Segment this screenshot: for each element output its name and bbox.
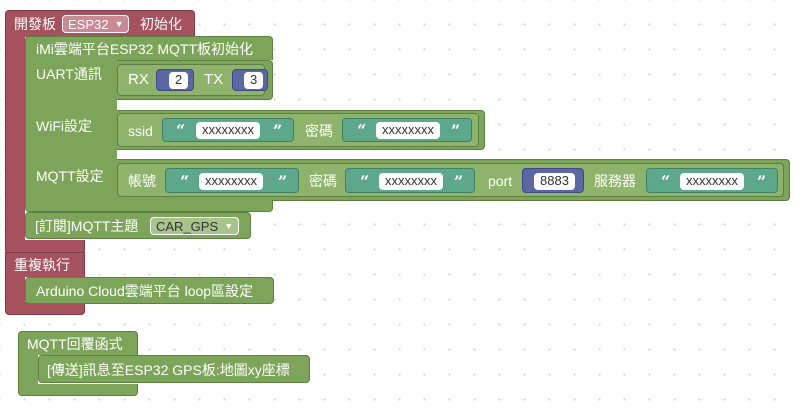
board-init-label: 開發板 — [14, 16, 56, 32]
imi-init-title: iMi雲端平台ESP32 MQTT板初始化 — [36, 41, 254, 57]
topic-select-dropdown[interactable]: CAR_GPS ▼ — [150, 217, 240, 235]
chevron-down-icon: ▼ — [224, 221, 234, 231]
open-quote-icon: “ — [180, 172, 190, 191]
topic-select-value: CAR_GPS — [156, 219, 219, 234]
board-init-block[interactable]: 開發板 ESP32 ▼ 初始化 — [5, 10, 195, 37]
tx-value-field[interactable]: 3 — [244, 72, 264, 89]
open-quote-icon: “ — [360, 172, 370, 191]
imi-init-spine — [25, 59, 117, 209]
close-quote-icon: ” — [273, 121, 283, 140]
wifi-password-label: 密碼 — [305, 123, 333, 139]
wifi-password-field[interactable]: xxxxxxxx — [376, 122, 440, 139]
port-label: port — [488, 173, 513, 189]
board-init-spine — [5, 36, 25, 250]
loop-bottom — [5, 302, 85, 315]
mqtt-callback-block[interactable]: MQTT回覆函式 — [18, 331, 138, 355]
ssid-value-field[interactable]: xxxxxxxx — [196, 122, 260, 139]
uart-label: UART通訊 — [36, 66, 102, 82]
imi-init-bottom — [25, 200, 273, 212]
close-quote-icon: ” — [757, 172, 767, 191]
port-value-field[interactable]: 8883 — [534, 173, 575, 190]
wifi-label: WiFi設定 — [36, 118, 92, 134]
mqtt-callback-label: MQTT回覆函式 — [27, 336, 123, 352]
board-select-dropdown[interactable]: ESP32 ▼ — [62, 15, 130, 33]
cloud-loop-label: Arduino Cloud雲端平台 loop區設定 — [36, 283, 254, 299]
account-text-block[interactable]: “ xxxxxxxx ” — [165, 168, 299, 193]
mqtt-callback-bottom — [18, 384, 138, 396]
close-quote-icon: ” — [278, 172, 288, 191]
imi-init-block[interactable]: iMi雲端平台ESP32 MQTT板初始化 — [25, 36, 273, 60]
mqtt-label: MQTT設定 — [36, 168, 104, 184]
subscribe-topic-label: [訂閱]MQTT主題 — [35, 218, 139, 234]
open-quote-icon: “ — [357, 121, 367, 140]
send-gps-label: [傳送]訊息至ESP32 GPS板:地圖xy座標 — [47, 362, 290, 378]
board-init-suffix: 初始化 — [140, 16, 182, 32]
rx-value-field[interactable]: 2 — [169, 72, 189, 89]
account-value-field[interactable]: xxxxxxxx — [199, 173, 263, 190]
tx-label: TX — [204, 71, 224, 88]
cloud-loop-block[interactable]: Arduino Cloud雲端平台 loop區設定 — [25, 277, 274, 304]
loop-spine — [5, 276, 25, 304]
rx-label: RX — [128, 71, 149, 88]
server-label: 服務器 — [594, 173, 636, 189]
open-quote-icon: “ — [176, 121, 186, 140]
mqtt-callback-spine — [18, 354, 38, 386]
mqtt-password-label: 密碼 — [309, 173, 337, 189]
rx-number-block[interactable]: 2 — [156, 69, 194, 91]
open-quote-icon: “ — [661, 172, 671, 191]
tx-number-block[interactable]: 3 — [232, 69, 268, 91]
loop-block[interactable]: 重複執行 — [5, 252, 85, 277]
server-text-block[interactable]: “ xxxxxxxx ” — [646, 168, 778, 193]
account-label: 帳號 — [128, 173, 156, 189]
close-quote-icon: ” — [451, 121, 461, 140]
subscribe-topic-block[interactable]: [訂閱]MQTT主題 CAR_GPS ▼ — [25, 212, 251, 239]
ssid-text-block[interactable]: “ xxxxxxxx ” — [162, 118, 294, 142]
send-gps-block[interactable]: [傳送]訊息至ESP32 GPS板:地圖xy座標 — [38, 355, 310, 383]
server-value-field[interactable]: xxxxxxxx — [680, 173, 744, 190]
mqtt-password-text-block[interactable]: “ xxxxxxxx ” — [345, 168, 475, 193]
board-select-value: ESP32 — [68, 17, 109, 32]
mqtt-password-field[interactable]: xxxxxxxx — [379, 173, 443, 190]
wifi-password-text-block[interactable]: “ xxxxxxxx ” — [342, 118, 472, 142]
close-quote-icon: ” — [454, 172, 464, 191]
ssid-label: ssid — [128, 123, 153, 139]
port-number-block[interactable]: 8883 — [522, 168, 584, 193]
chevron-down-icon: ▼ — [114, 19, 124, 29]
loop-label: 重複執行 — [14, 257, 70, 273]
